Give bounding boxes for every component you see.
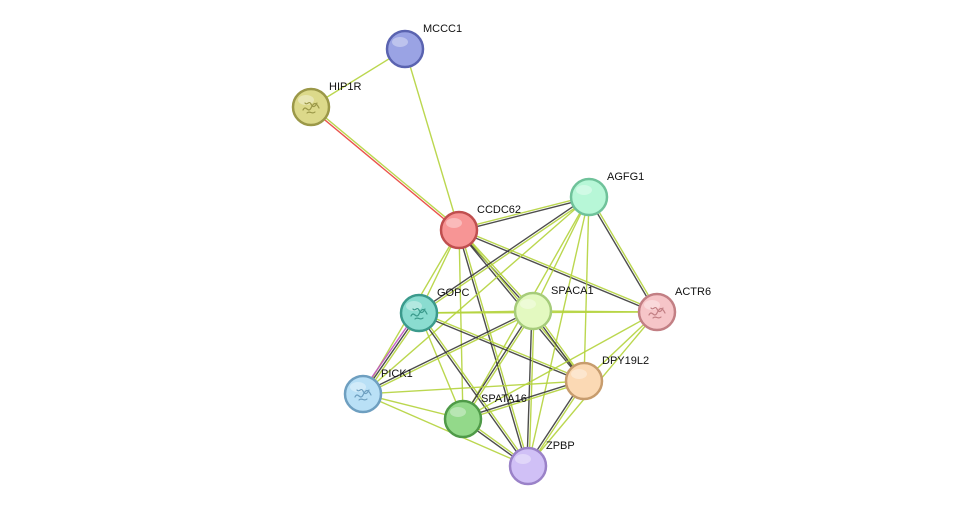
node-spata16[interactable]: SPATA16 [443, 393, 527, 439]
node-dpy19l2[interactable]: DPY19L2 [564, 355, 649, 401]
node-circle[interactable] [513, 291, 553, 331]
edge-hip1r-ccdc62[interactable] [311, 105, 461, 230]
node-circle[interactable] [508, 446, 548, 486]
edge-spaca1-pick1[interactable] [363, 311, 534, 396]
edge-agfg1-pick1[interactable] [362, 196, 590, 395]
node-highlight [571, 369, 587, 379]
edge-agfg1-gopc[interactable] [419, 197, 591, 315]
node-label: ACTR6 [675, 286, 711, 298]
edge-agfg1-zpbp[interactable] [527, 196, 590, 467]
edge-actr6-spata16[interactable] [462, 311, 658, 420]
node-label: HIP1R [329, 81, 361, 93]
node-ccdc62[interactable]: CCDC62 [439, 204, 521, 250]
edge-ccdc62-agfg1[interactable] [459, 197, 590, 232]
node-circle[interactable] [439, 210, 479, 250]
edge-spaca1-actr6[interactable] [532, 310, 658, 313]
edge-hip1r-ccdc62[interactable] [309, 107, 459, 232]
edge-ccdc62-zpbp[interactable] [457, 230, 528, 467]
edge-ccdc62-actr6[interactable] [459, 228, 658, 312]
edge-agfg1-gopc[interactable] [417, 195, 589, 313]
edge-mccc1-ccdc62[interactable] [404, 48, 460, 231]
edge-agfg1-actr6[interactable] [589, 196, 659, 312]
node-highlight [520, 299, 536, 309]
edge-ccdc62-zpbp[interactable] [459, 229, 530, 466]
edge-agfg1-actr6[interactable] [587, 197, 657, 313]
node-label: GOPC [437, 287, 469, 299]
edge-spaca1-spata16[interactable] [463, 311, 535, 420]
edge-pick1-zpbp[interactable] [362, 393, 529, 467]
edge-gopc-dpy19l2[interactable] [418, 313, 584, 383]
node-circle[interactable] [385, 29, 425, 69]
edge-dpy19l2-spata16[interactable] [462, 379, 584, 419]
edge-spaca1-zpbp[interactable] [526, 310, 533, 466]
edge-pick1-dpy19l2[interactable] [362, 380, 585, 395]
node-highlight [515, 454, 531, 464]
node-highlight [450, 407, 466, 417]
node-highlight [392, 37, 408, 47]
node-label: MCCC1 [423, 23, 462, 35]
edge-spaca1-spata16[interactable] [461, 310, 533, 419]
node-circle[interactable] [564, 361, 604, 401]
node-spaca1[interactable]: SPACA1 [513, 285, 594, 331]
protein-structure-icon [302, 101, 320, 114]
node-circle[interactable] [569, 177, 609, 217]
edge-gopc-zpbp[interactable] [419, 311, 530, 466]
node-pick1[interactable]: PICK1 [343, 368, 413, 414]
edge-dpy19l2-spata16[interactable] [463, 381, 585, 421]
edge-gopc-dpy19l2[interactable] [419, 311, 585, 381]
node-circle[interactable] [443, 399, 483, 439]
node-label: ZPBP [546, 440, 575, 452]
edge-ccdc62-agfg1[interactable] [458, 195, 589, 230]
node-highlight [446, 218, 462, 228]
edge-gopc-zpbp[interactable] [417, 313, 528, 468]
node-label: PICK1 [381, 368, 413, 380]
edge-agfg1-spaca1[interactable] [532, 196, 590, 312]
edge-spaca1-pick1[interactable] [362, 309, 533, 394]
protein-structure-icon [410, 307, 428, 320]
edge-spaca1-zpbp[interactable] [528, 311, 535, 467]
protein-structure-icon [354, 388, 372, 401]
node-label: DPY19L2 [602, 355, 649, 367]
node-label: SPACA1 [551, 285, 594, 297]
node-highlight [576, 185, 592, 195]
edge-ccdc62-spata16[interactable] [458, 229, 464, 420]
node-label: CCDC62 [477, 204, 521, 216]
node-label: AGFG1 [607, 171, 644, 183]
node-label: SPATA16 [481, 393, 527, 405]
protein-structure-icon [648, 306, 666, 319]
node-gopc[interactable]: GOPC [399, 287, 469, 333]
node-actr6[interactable]: ACTR6 [637, 286, 711, 332]
node-zpbp[interactable]: ZPBP [508, 440, 575, 486]
node-hip1r[interactable]: HIP1R [291, 81, 361, 127]
node-mccc1[interactable]: MCCC1 [385, 23, 462, 69]
edge-agfg1-dpy19l2[interactable] [583, 196, 590, 382]
node-agfg1[interactable]: AGFG1 [569, 171, 644, 217]
edge-ccdc62-actr6[interactable] [458, 230, 657, 314]
